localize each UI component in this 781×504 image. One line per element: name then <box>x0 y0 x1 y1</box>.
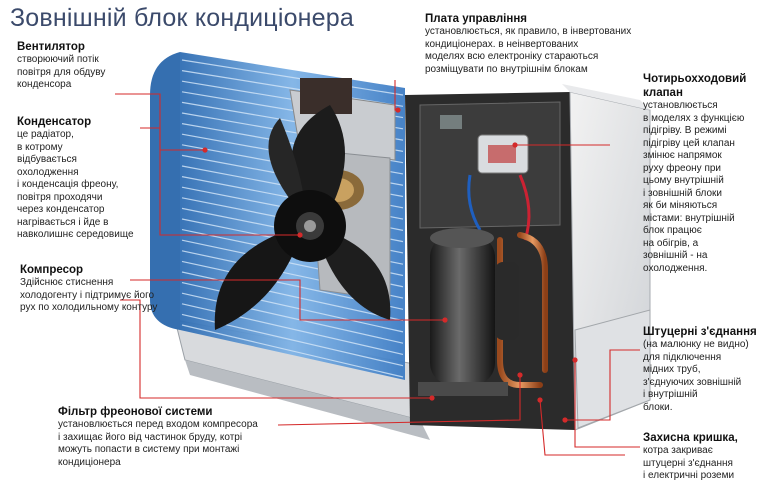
leader-condenser-dot <box>202 147 208 153</box>
label-fittings-heading: Штуцерні з'єднання <box>643 326 757 338</box>
coil-fin <box>181 70 404 107</box>
leader-lines <box>115 80 640 456</box>
leader-fan-dot <box>297 232 303 238</box>
label-compressor-text: Здійснює стиснення холодогенту і підтрим… <box>20 277 158 313</box>
leader-dots <box>202 107 578 423</box>
fan-blades <box>214 105 391 330</box>
leader-filter <box>120 299 432 399</box>
leader-fittings <box>565 349 640 421</box>
leader-compressor-dot <box>442 317 448 323</box>
label-condenser-heading: Конденсатор <box>17 116 92 128</box>
leader-cover-dot <box>572 357 578 363</box>
label-cover-heading: Захисна кришка, <box>643 432 738 444</box>
label-compressor: Компресор Здійснює стиснення холодогенту… <box>20 263 195 315</box>
leader-filter-2-dot <box>517 372 523 378</box>
label-condenser-text: це радіатор, в котрому відбувається охол… <box>17 129 134 240</box>
label-filter-heading: Фільтр фреонової системи <box>58 406 213 418</box>
label-valve: Чотирьохходовий клапан установлюється в … <box>643 72 768 275</box>
leader-fan <box>115 93 300 236</box>
leader-base-dot <box>537 397 543 403</box>
label-valve-heading: Чотирьохходовий клапан <box>643 73 747 99</box>
leader-condenser <box>140 127 205 151</box>
leader-base <box>539 399 625 456</box>
coil-fin <box>181 59 404 96</box>
label-valve-text: установлюється в моделях з функцією піді… <box>643 100 745 274</box>
leader-board-dot <box>395 107 401 113</box>
leader-compressor <box>130 279 445 321</box>
leader-filter-2 <box>277 375 521 426</box>
page-title: Зовнішній блок кондиціонера <box>10 4 354 32</box>
label-cover-text: котра закриває штуцерні з'єднання і елек… <box>643 445 735 481</box>
label-filter-text: установлюється перед входом компресора і… <box>58 419 258 468</box>
label-filter: Фільтр фреонової системи установлюється … <box>58 405 288 469</box>
coil-fin <box>181 324 404 378</box>
label-board: Плата управління установлюється, як прав… <box>425 12 655 76</box>
label-condenser: Конденсатор це радіатор, в котрому відбу… <box>17 115 167 242</box>
leader-fittings-dot <box>562 417 568 423</box>
label-fittings-text: (на малюнку не видно) для підключення мі… <box>643 339 749 413</box>
label-fan: Вентилятор створюючий потік повітря для … <box>17 40 167 92</box>
label-fan-heading: Вентилятор <box>17 41 85 53</box>
coil-fin <box>181 282 404 333</box>
label-board-text: установлюється, як правило, в інвертован… <box>425 26 632 75</box>
label-board-heading: Плата управління <box>425 13 527 25</box>
protective-cover <box>574 309 651 429</box>
leader-cover <box>574 360 640 448</box>
label-fittings: Штуцерні з'єднання (на малюнку не видно)… <box>643 325 773 414</box>
label-fan-text: створюючий потік повітря для обдуву конд… <box>17 54 106 90</box>
label-compressor-heading: Компресор <box>20 264 84 276</box>
compressor <box>418 228 519 396</box>
leader-valve-dot <box>512 142 518 148</box>
leader-filter-dot <box>429 395 435 401</box>
label-cover: Захисна кришка, котра закриває штуцерні … <box>643 431 773 483</box>
